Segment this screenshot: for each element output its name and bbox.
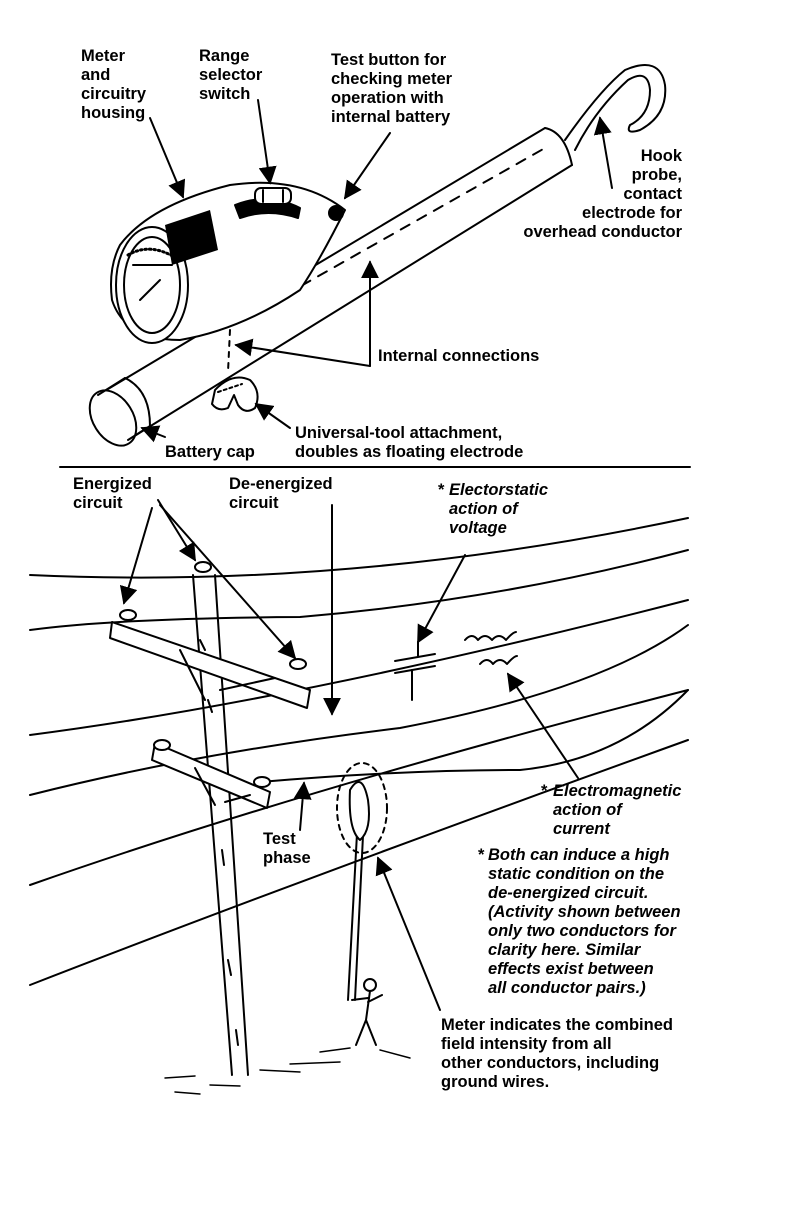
label-meter-housing: Meter and circuitry housing (81, 47, 147, 122)
label-universal-tool: Universal-tool attachment, doubles as fl… (295, 424, 524, 461)
internal-connection-dash (227, 329, 231, 373)
label-energized-circuit: Energized circuit (73, 475, 152, 512)
range-selector-switch (234, 187, 301, 219)
bottom-leader-arrows (119, 499, 579, 1011)
label-test-phase: Test phase (263, 830, 311, 867)
hot-stick-and-meter (336, 762, 388, 1001)
universal-tool-attachment (211, 376, 259, 412)
label-deenergized-circuit: De-energized circuit (229, 475, 333, 512)
overhead-conductors (29, 517, 689, 986)
label-range-selector: Range selector switch (199, 47, 263, 103)
lower-crossarm (151, 742, 271, 809)
label-hook-probe: Hook probe, contact electrode for overhe… (523, 147, 682, 241)
lineman-figure (351, 978, 383, 1046)
label-electrostatic: Electorstatic action of voltage (449, 481, 549, 537)
label-meter-indicates: Meter indicates the combined field inten… (441, 1016, 673, 1091)
meter-housing (110, 181, 346, 344)
utility-pole (192, 574, 249, 1076)
coil-symbols (464, 631, 518, 665)
label-electrostatic-star: * (438, 481, 445, 499)
insulators (119, 561, 307, 788)
test-phase-conductor (259, 689, 689, 783)
battery-cap (88, 377, 151, 447)
label-battery-cap: Battery cap (165, 443, 255, 461)
test-button (328, 205, 344, 221)
upper-crossarm (109, 621, 311, 709)
label-test-button: Test button for checking meter operation… (331, 51, 453, 126)
label-electromagnetic-star: * (541, 782, 548, 800)
label-internal-connections: Internal connections (378, 347, 540, 365)
internal-battery-dashes (284, 147, 546, 296)
capacitor-symbol (394, 641, 436, 701)
meter-tube (97, 127, 573, 441)
label-electromagnetic: Electromagnetic action of current (553, 782, 682, 838)
hook-probe (564, 64, 667, 151)
label-induction-note: Both can induce a high static condition … (488, 846, 681, 997)
top-leader-arrows (140, 99, 613, 443)
label-note-star: * (478, 846, 485, 864)
ground-marks (164, 1047, 411, 1095)
